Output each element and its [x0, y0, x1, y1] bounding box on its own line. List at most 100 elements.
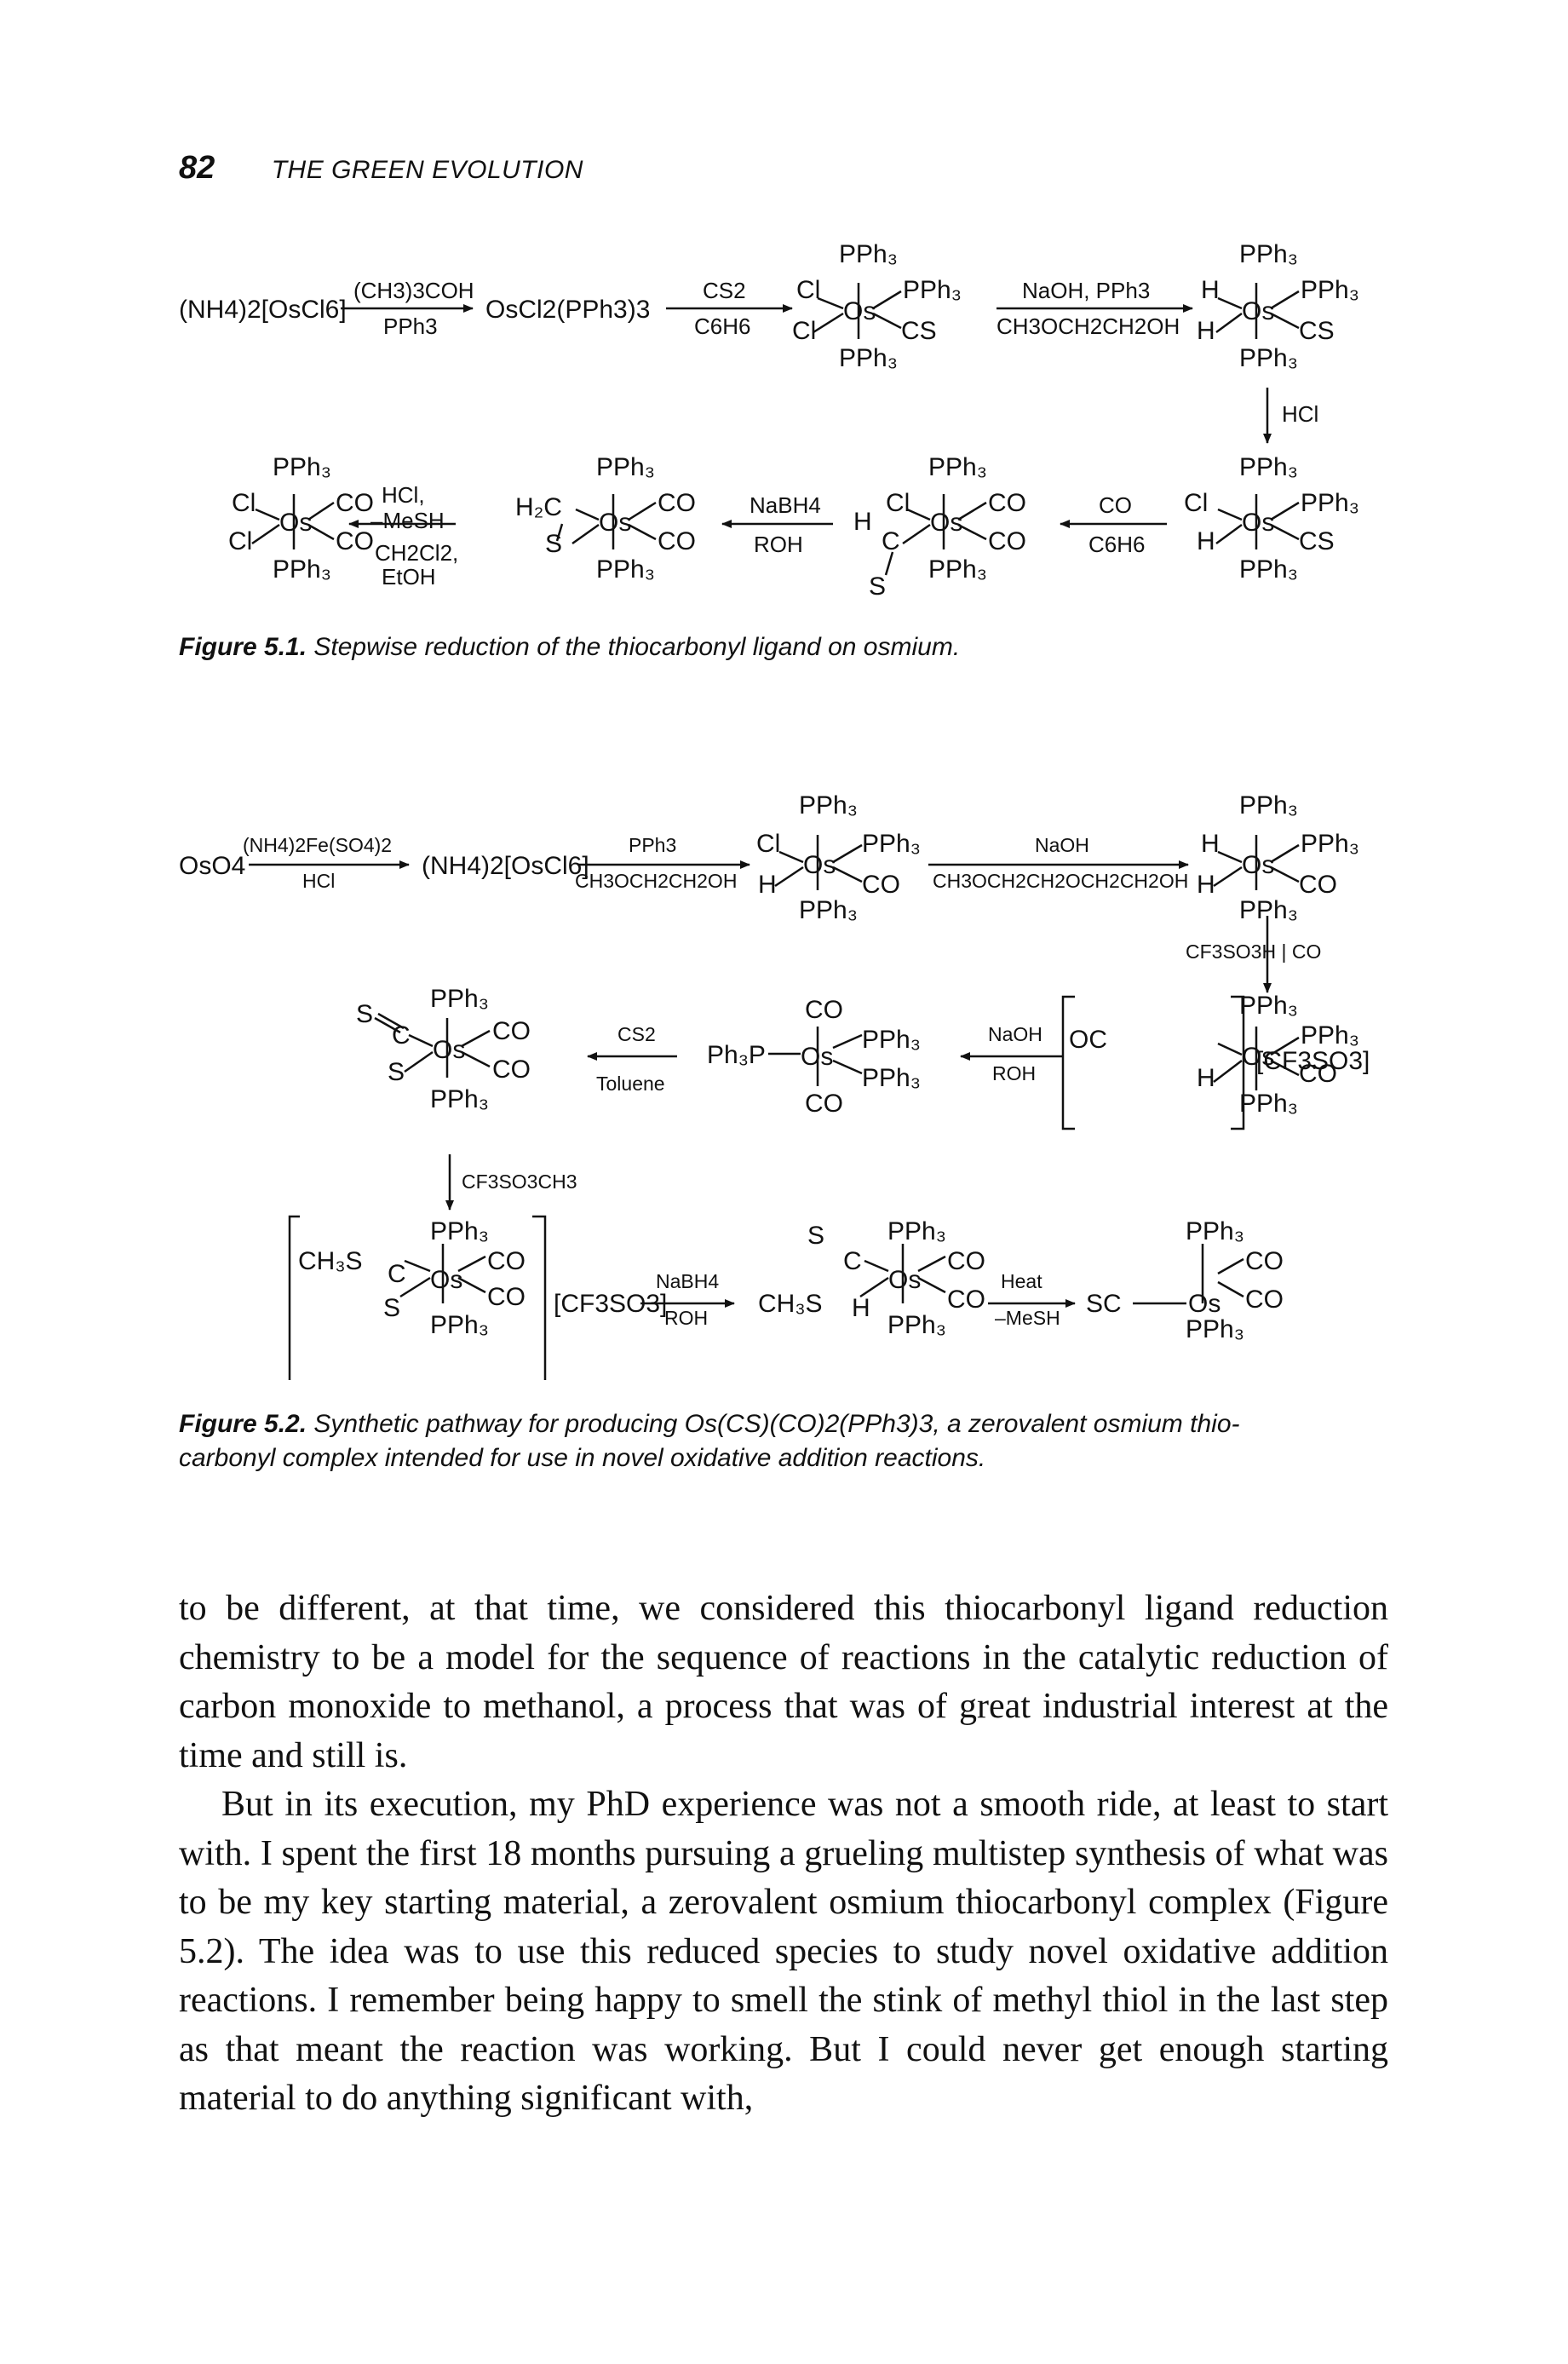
svg-text:PPh₃: PPh₃	[1239, 555, 1298, 584]
svg-text:PPh₃: PPh₃	[430, 1217, 489, 1245]
reagent-pph3-2: PPh3	[629, 834, 676, 856]
svg-text:CO: CO	[1245, 1286, 1284, 1314]
svg-text:Os: Os	[430, 1266, 462, 1294]
svg-text:PPh₃: PPh₃	[887, 1311, 946, 1339]
svg-text:Cl: Cl	[1184, 489, 1208, 517]
reagent-c6h6-2: C6H6	[1088, 532, 1145, 557]
svg-text:H: H	[1197, 317, 1215, 345]
product-nh4-2-oscl6: (NH4)2[OsCl6]	[422, 852, 589, 880]
svg-text:CO: CO	[336, 489, 374, 517]
svg-text:Os: Os	[433, 1036, 465, 1064]
reagent-pph3: PPh3	[383, 313, 438, 339]
reagent-naoh-pph3: NaOH, PPh3	[1022, 278, 1150, 303]
caption-line2: carbonyl complex intended for use in nov…	[179, 1444, 986, 1472]
svg-text:CO: CO	[805, 1090, 843, 1118]
figure-label-2: Figure 5.2.	[179, 1410, 307, 1438]
svg-text:SC: SC	[1086, 1290, 1122, 1318]
svg-text:PPh₃: PPh₃	[273, 555, 331, 584]
svg-text:C: C	[388, 1260, 406, 1288]
reagent-etoh: EtOH	[382, 564, 436, 590]
svg-text:PPh₃: PPh₃	[1186, 1217, 1244, 1245]
running-title: THE GREEN EVOLUTION	[271, 156, 583, 184]
svg-text:Os: Os	[1188, 1290, 1221, 1318]
svg-text:PPh₃: PPh₃	[839, 344, 898, 372]
svg-text:CO: CO	[487, 1283, 526, 1311]
svg-text:Cl: Cl	[232, 489, 256, 517]
svg-text:PPh₃: PPh₃	[1239, 791, 1298, 820]
svg-text:PPh₃: PPh₃	[903, 276, 962, 304]
figure-5-2-scheme: OsO4 (NH4)2Fe(SO4)2 HCl (NH4)2[OsCl6] PP…	[179, 791, 1370, 1380]
svg-text:H: H	[853, 508, 872, 536]
reagent-roh-2: ROH	[992, 1062, 1036, 1084]
counterion-triflate-2: [CF3SO3]	[554, 1290, 667, 1318]
svg-text:CS: CS	[1299, 527, 1335, 555]
reagent-roh-3: ROH	[664, 1307, 708, 1329]
svg-text:S: S	[356, 1000, 373, 1028]
svg-text:PPh₃: PPh₃	[1186, 1315, 1244, 1343]
svg-text:Cl: Cl	[792, 317, 816, 345]
svg-text:PPh₃: PPh₃	[1301, 1021, 1359, 1050]
product-oscl2-pph3-3: OsCl2(PPh3)3	[485, 296, 650, 324]
svg-text:Cl: Cl	[796, 276, 820, 304]
reagent-cs2: CS2	[703, 278, 746, 303]
running-header: 82 THE GREEN EVOLUTION	[179, 150, 583, 187]
reagent-roh: ROH	[754, 532, 803, 557]
reagent-diglyme-alcohol: CH3OCH2CH2OCH2CH2OH	[933, 870, 1188, 892]
reactant-nh4-2-oscl6: (NH4)2[OsCl6]	[179, 296, 347, 324]
svg-text:OC: OC	[1069, 1026, 1107, 1054]
svg-text:PPh₃: PPh₃	[1239, 453, 1298, 481]
paragraph-1: to be different, at that time, we consid…	[179, 1589, 1388, 1775]
reagent-methoxyethanol-2: CH3OCH2CH2OH	[575, 870, 737, 892]
svg-text:Os: Os	[279, 509, 312, 537]
svg-text:PPh₃: PPh₃	[887, 1217, 946, 1245]
svg-text:CS: CS	[1299, 317, 1335, 345]
svg-text:PPh₃: PPh₃	[273, 453, 331, 481]
svg-text:PPh₃: PPh₃	[928, 555, 987, 584]
svg-text:CO: CO	[487, 1247, 526, 1275]
caption-text: Stepwise reduction of the thiocarbonyl l…	[313, 633, 961, 661]
caption-line1: Synthetic pathway for producing Os(CS)(C…	[313, 1410, 1240, 1438]
svg-text:PPh₃: PPh₃	[862, 1026, 921, 1054]
svg-text:S: S	[388, 1058, 405, 1086]
svg-text:H: H	[852, 1294, 870, 1322]
svg-text:CO: CO	[1245, 1247, 1284, 1275]
complex-osh2-pph3-2-cs	[1215, 283, 1300, 339]
svg-text:PPh₃: PPh₃	[862, 830, 921, 858]
reagent-hcl: HCl	[1282, 401, 1318, 427]
svg-text:Os: Os	[803, 851, 836, 879]
reagent-nabh4-2: NaBH4	[656, 1270, 719, 1292]
svg-text:Os: Os	[1242, 297, 1274, 325]
svg-text:CO: CO	[658, 489, 696, 517]
reagent-cs2-2: CS2	[617, 1023, 656, 1045]
svg-text:CH₃S: CH₃S	[298, 1247, 363, 1275]
svg-text:CO: CO	[862, 871, 900, 899]
svg-text:CO: CO	[336, 527, 374, 555]
svg-text:PPh₃: PPh₃	[430, 1085, 489, 1113]
complex-thioformyl	[884, 494, 987, 576]
svg-text:PPh₃: PPh₃	[1301, 276, 1359, 304]
reagent-co: CO	[1099, 492, 1132, 518]
body-text: to be different, at that time, we consid…	[179, 1585, 1388, 2124]
svg-text:H: H	[1197, 871, 1215, 899]
svg-text:CO: CO	[658, 527, 696, 555]
svg-text:Os: Os	[1242, 851, 1274, 879]
reagent-naoh: NaOH	[1035, 834, 1089, 856]
figure-5-1-caption: Figure 5.1. Stepwise reduction of the th…	[179, 630, 960, 664]
svg-text:PPh₃: PPh₃	[928, 453, 987, 481]
svg-text:Os: Os	[843, 297, 876, 325]
svg-text:C: C	[882, 527, 900, 555]
svg-text:PPh₃: PPh₃	[430, 1311, 489, 1339]
reagent-heat: Heat	[1001, 1270, 1042, 1292]
svg-text:PPh₃: PPh₃	[839, 240, 898, 268]
svg-text:PPh₃: PPh₃	[1301, 830, 1359, 858]
reagent-naoh-2: NaOH	[988, 1023, 1042, 1045]
svg-text:CO: CO	[1299, 1060, 1337, 1088]
svg-text:H: H	[1201, 276, 1220, 304]
svg-text:PPh₃: PPh₃	[1239, 1090, 1298, 1118]
svg-text:PPh₃: PPh₃	[1239, 992, 1298, 1020]
svg-text:CO: CO	[1299, 871, 1337, 899]
svg-text:Os: Os	[599, 509, 631, 537]
svg-text:PPh₃: PPh₃	[1239, 896, 1298, 924]
svg-text:Cl: Cl	[228, 527, 252, 555]
reactant-oso4: OsO4	[179, 852, 245, 880]
